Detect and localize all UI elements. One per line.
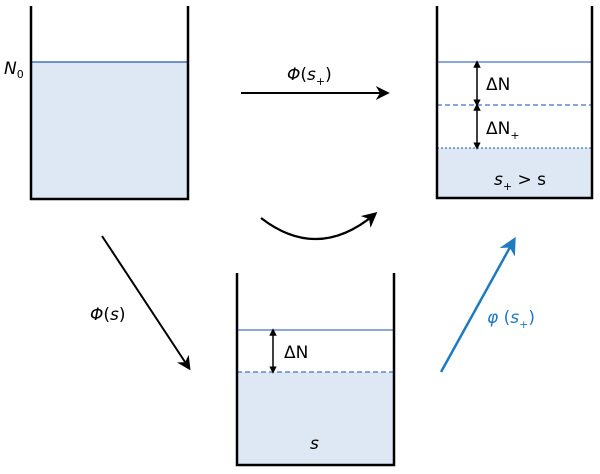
container-initial: N0 bbox=[4, 6, 190, 201]
n0-label: N0 bbox=[4, 59, 24, 81]
phi-s-plus-label: Φ(s+) bbox=[287, 65, 332, 88]
delta-n-plus-label: ΔN+ bbox=[486, 119, 520, 142]
liquid-fill bbox=[437, 148, 592, 198]
container-walls bbox=[435, 6, 594, 200]
delta-n-label: ΔN bbox=[486, 75, 510, 95]
varphi-s-plus-label: φ (s+) bbox=[487, 308, 535, 331]
liquid-fill bbox=[237, 372, 394, 465]
container-walls bbox=[29, 6, 190, 201]
container-bottom: ΔN s bbox=[235, 273, 396, 467]
diagonal-down-arrow bbox=[101, 235, 191, 371]
container-walls bbox=[235, 273, 396, 467]
container-top-right: ΔN ΔN+ s+ > s bbox=[435, 6, 594, 200]
diagonal-up-arrow bbox=[439, 236, 516, 373]
liquid-fill bbox=[31, 62, 188, 199]
phi-s-label: Φ(s) bbox=[90, 305, 126, 325]
arrow-varphi-s-plus: φ (s+) bbox=[439, 236, 535, 373]
delta-n-label: ΔN bbox=[284, 343, 308, 363]
arrow-phi-s: Φ(s) bbox=[90, 235, 191, 371]
arrow-phi-s-plus: Φ(s+) bbox=[241, 65, 390, 100]
s-plus-greater-s-label: s+ > s bbox=[494, 170, 546, 193]
curved-arrow bbox=[260, 212, 378, 241]
s-label: s bbox=[310, 434, 319, 454]
